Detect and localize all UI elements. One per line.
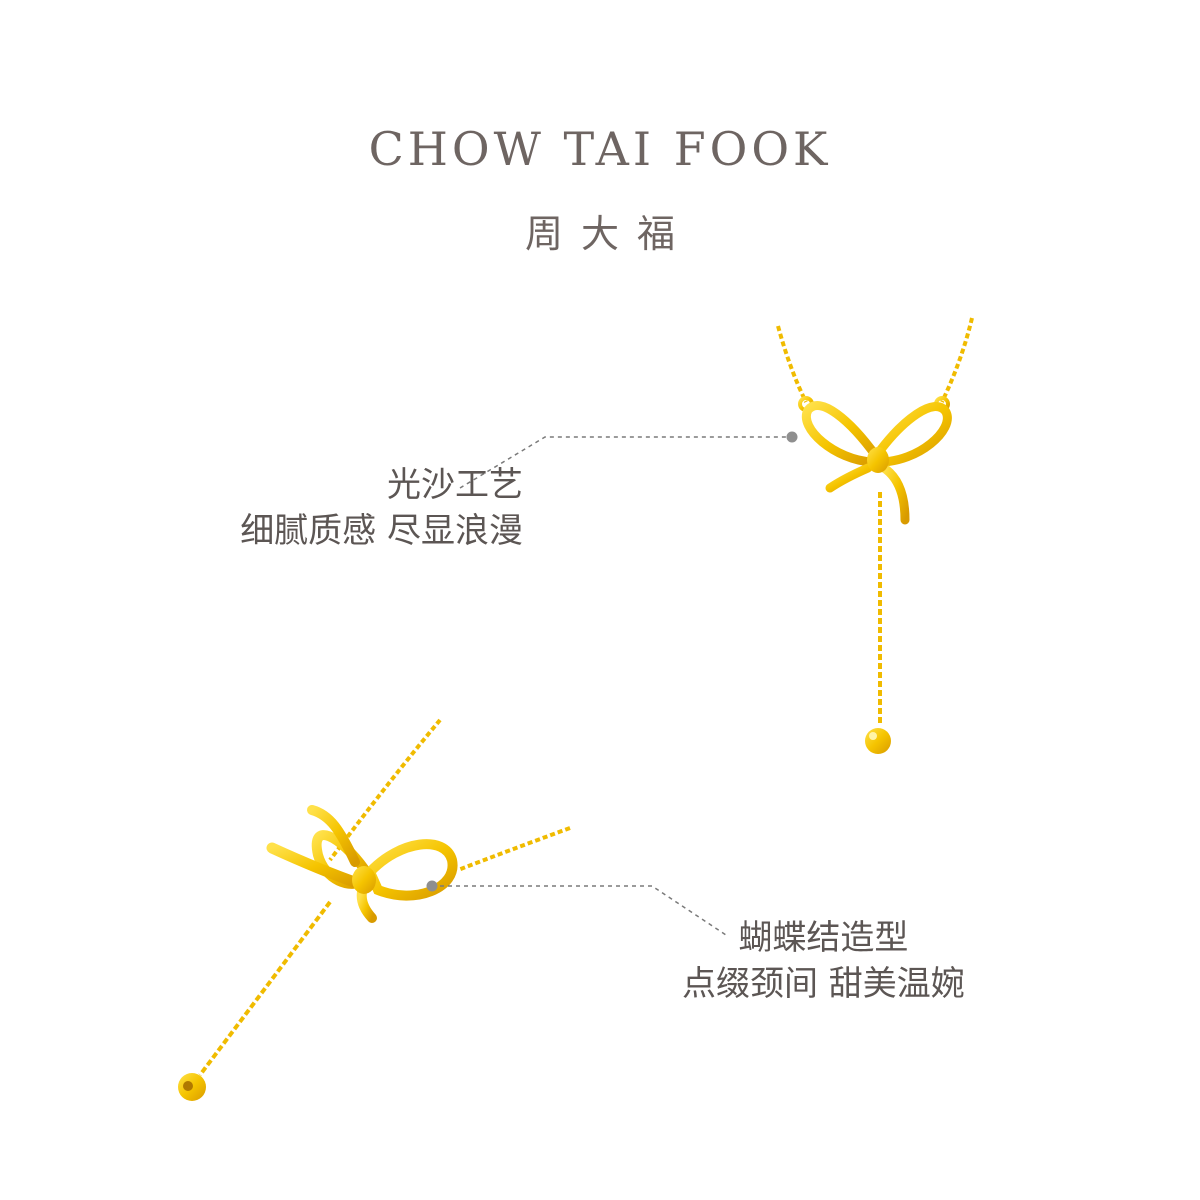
feature-caption-line: 细腻质感 尽显浪漫: [240, 511, 523, 551]
necklace-tilted: [178, 718, 571, 1101]
callout-dot: [426, 880, 438, 892]
necklace-upright: [776, 317, 974, 754]
callout-dot: [786, 431, 798, 443]
chain-left: [776, 325, 808, 403]
feature-caption-line: 点缀颈间 甜美温婉: [682, 964, 965, 1004]
feature-caption-line: 光沙工艺: [387, 465, 523, 505]
bow-tail-lower: [356, 887, 377, 923]
bow-tail-right: [879, 463, 910, 525]
bow-loop-top: [307, 805, 360, 867]
chain-right: [940, 317, 974, 403]
bow-knot: [352, 866, 376, 894]
bead: [865, 728, 891, 754]
bow-loop-right: [364, 839, 458, 901]
feature-caption-shape: 蝴蝶结造型 点缀颈间 甜美温婉: [682, 915, 965, 1007]
feature-caption-line: 蝴蝶结造型: [738, 918, 909, 958]
callout-2: [426, 880, 727, 936]
drop-chain: [198, 900, 332, 1077]
bow-tail-left: [266, 842, 366, 890]
callout-1: [459, 431, 798, 489]
bow-loop-left: [801, 401, 882, 467]
brand-name-en: CHOW TAI FOOK: [368, 122, 832, 176]
bow-loop-right: [870, 402, 952, 467]
chain-right: [457, 826, 571, 872]
feature-caption-craft: 光沙工艺 细腻质感 尽显浪漫: [240, 462, 523, 554]
brand-name-cn: 周大福: [524, 212, 693, 256]
bow-tail-left: [825, 463, 873, 493]
bow-knot: [867, 447, 889, 473]
